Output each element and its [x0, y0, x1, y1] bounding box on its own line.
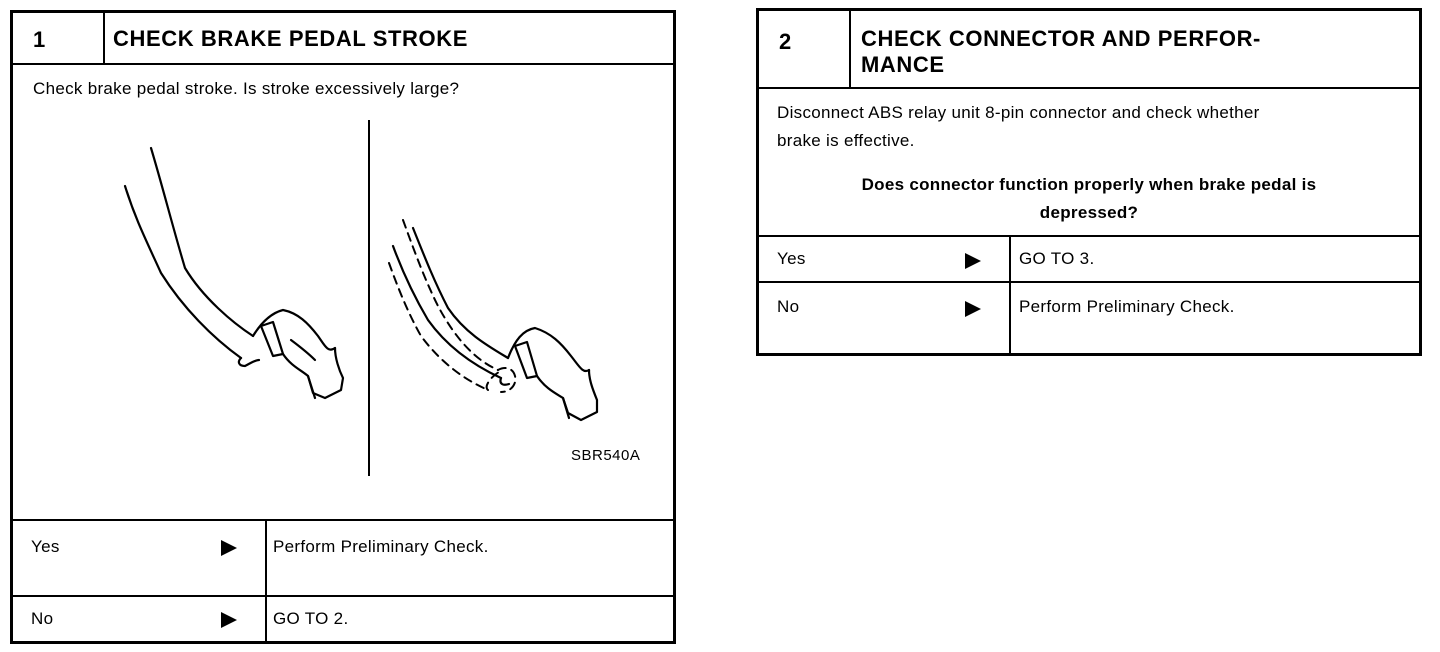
step-2-yes-arrow-icon — [965, 253, 981, 269]
step-1-header-bottom — [13, 63, 673, 65]
step-2-no-action: Perform Preliminary Check. — [1019, 297, 1235, 316]
step-2-question-line-2: depressed? — [1039, 203, 1139, 222]
figure-code: SBR540A — [571, 447, 641, 464]
step-1-yes-label: Yes — [31, 537, 60, 556]
step-2-header-bottom — [759, 87, 1419, 89]
step-1-title: CHECK BRAKE PEDAL STROKE — [113, 26, 469, 51]
step-2-number: 2 — [779, 29, 792, 54]
step-1-table-divider — [265, 519, 267, 644]
pedal-normal-drawing — [123, 146, 345, 400]
step-2-table-top — [759, 235, 1419, 237]
step-2-header-divider — [849, 11, 851, 87]
step-2-box: 2 CHECK CONNECTOR AND PERFOR- MANCE Disc… — [756, 8, 1422, 356]
step-1-table-mid — [13, 595, 673, 597]
brake-pedal-illustration — [123, 120, 599, 476]
step-2-instruction-line-1: Disconnect ABS relay unit 8-pin connecto… — [777, 103, 1260, 122]
step-2-title-line-1: CHECK CONNECTOR AND PERFOR- — [861, 26, 1261, 51]
step-2-question-line-1: Does connector function properly when br… — [861, 175, 1317, 194]
step-2-table-divider — [1009, 235, 1011, 355]
step-2-no-arrow-icon — [965, 301, 981, 317]
step-1-box: 1 CHECK BRAKE PEDAL STROKE Check brake p… — [10, 10, 676, 644]
step-1-table-top — [13, 519, 673, 521]
step-2-instruction-line-2: brake is effective. — [777, 131, 915, 150]
step-1-yes-arrow-icon — [221, 540, 237, 556]
step-1-instruction: Check brake pedal stroke. Is stroke exce… — [33, 79, 460, 98]
step-2-no-label: No — [777, 297, 800, 316]
step-1-number: 1 — [33, 27, 46, 52]
pedal-ghost-dashed-drawing — [388, 219, 517, 393]
step-1-yes-action: Perform Preliminary Check. — [273, 537, 489, 556]
step-1-no-arrow-icon — [221, 612, 237, 628]
step-2-yes-action: GO TO 3. — [1019, 249, 1095, 268]
step-1-no-label: No — [31, 609, 54, 628]
step-1-header-divider — [103, 13, 105, 63]
pedal-depressed-drawing — [391, 226, 599, 422]
step-1-no-action: GO TO 2. — [273, 609, 349, 628]
step-2-title-line-2: MANCE — [861, 52, 945, 77]
step-2-yes-label: Yes — [777, 249, 806, 268]
step-2-table-mid — [759, 281, 1419, 283]
